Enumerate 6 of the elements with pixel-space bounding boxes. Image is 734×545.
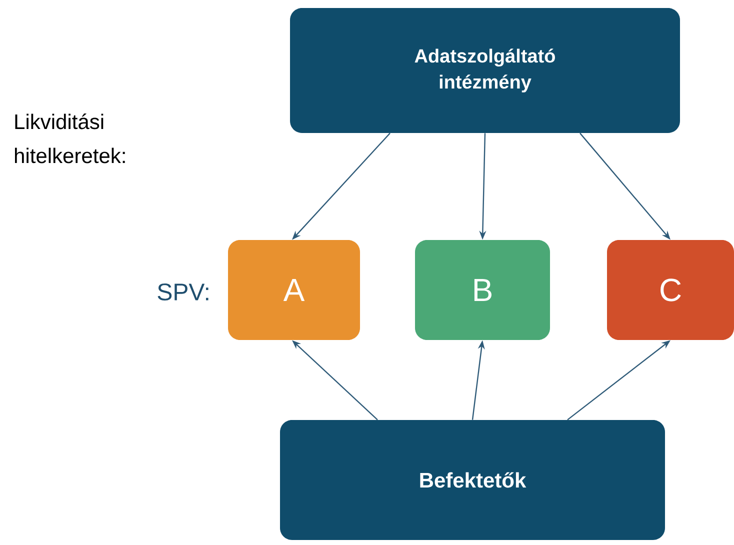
process-box: A	[228, 240, 360, 340]
process-box: Befektetők	[280, 420, 665, 540]
process-box: B	[415, 240, 550, 340]
process-box: C	[607, 240, 734, 340]
process-box: Adatszolgáltató intézmény	[290, 8, 680, 133]
side-label: Likviditási hitelkeretek:	[15, 114, 125, 164]
